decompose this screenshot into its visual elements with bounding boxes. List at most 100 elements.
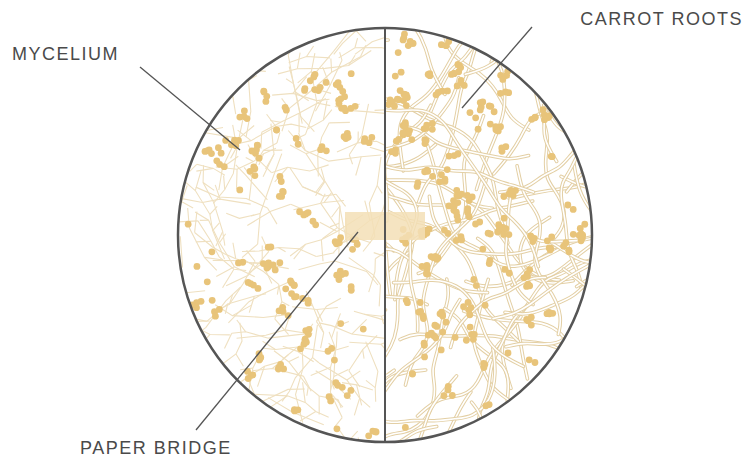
spore-dot (291, 282, 298, 289)
root-strand (343, 376, 456, 468)
spore-dot (260, 88, 267, 95)
spore-dot (303, 211, 310, 218)
spore-dot (549, 310, 556, 317)
spore-dot (521, 274, 528, 281)
spore-dot (467, 109, 474, 116)
hypha (292, 307, 338, 310)
leader-line (462, 27, 532, 108)
spore-dot (482, 302, 489, 309)
root-strand-edge (332, 4, 444, 94)
root-strand (478, 306, 562, 468)
spore-dot (472, 114, 479, 121)
spore-dot (499, 76, 506, 83)
hypha (349, 155, 352, 164)
root-strand (377, 78, 459, 152)
spore-dot (570, 206, 577, 213)
hypha (283, 346, 314, 362)
spore-dot (525, 281, 532, 288)
spore-dot (194, 263, 201, 270)
hypha (242, 247, 316, 256)
spore-dot (272, 267, 279, 274)
root-strand (494, 102, 653, 174)
callout-text: CARROT ROOTS (580, 9, 743, 29)
hypha (321, 240, 323, 262)
spore-dot (438, 309, 445, 316)
callout-label: MYCELIUM (12, 44, 119, 65)
spore-dot (337, 95, 344, 102)
hypha (357, 385, 362, 406)
root-strand (567, 80, 751, 192)
spore-dot (495, 127, 502, 134)
spore-dot (549, 153, 556, 160)
spore-dot (414, 180, 421, 187)
root-strand (552, 213, 677, 263)
spore-dot (393, 138, 400, 145)
root-strand-edge (427, 145, 559, 266)
root-strand (564, 269, 682, 379)
spore-dot (373, 429, 380, 436)
spore-dot (541, 116, 548, 123)
spore-dot (466, 311, 473, 318)
spore-dot (548, 234, 555, 241)
spore-dot (408, 136, 415, 143)
callout-label: CARROT ROOTS (580, 9, 743, 30)
spore-dot (368, 134, 375, 141)
spore-dot (221, 163, 228, 170)
hypha (331, 331, 343, 417)
hypha (241, 361, 281, 381)
hypha (290, 168, 336, 196)
spore-dot (282, 285, 289, 292)
hypha (316, 180, 325, 192)
hypha (254, 394, 328, 417)
hypha (263, 150, 282, 151)
hypha (298, 113, 299, 133)
root-strand (292, 110, 390, 294)
hypha (352, 319, 367, 334)
spore-dot (439, 329, 446, 336)
spore-dot (419, 263, 426, 270)
spore-dot (305, 331, 312, 338)
root-strand-edge (382, 402, 483, 468)
spore-dot (372, 428, 379, 435)
hypha (196, 168, 213, 171)
hypha (103, 321, 210, 366)
spore-dot (276, 193, 283, 200)
hypha (151, 153, 159, 156)
root-strand-edge (494, 102, 653, 174)
spore-dot (402, 424, 409, 431)
spore-dot (323, 79, 330, 86)
hypha (319, 396, 320, 415)
root-strand-edge (261, 426, 436, 468)
root-strand-edge (451, 277, 546, 347)
root-strand (342, 370, 395, 468)
spore-dot (361, 138, 368, 145)
hypha (342, 383, 373, 390)
hypha (267, 208, 277, 224)
hypha (297, 53, 300, 69)
spore-dot (387, 97, 394, 104)
spore-dot (458, 77, 465, 84)
hypha (258, 154, 282, 245)
root-strand (345, 132, 435, 166)
root-strand-edge (377, 78, 459, 152)
hypha (195, 233, 254, 265)
spore-dot (319, 143, 326, 150)
spore-dot (421, 354, 428, 361)
root-strand (465, 0, 598, 74)
spore-dot (464, 207, 471, 214)
spore-dot (352, 103, 359, 110)
spore-dot (445, 383, 452, 390)
hypha (303, 382, 306, 402)
spore-dot (395, 96, 402, 103)
dish-ground (178, 28, 592, 442)
hypha (155, 197, 173, 210)
hypha (159, 128, 223, 157)
root-strand (339, 160, 534, 192)
root-strand (200, 251, 411, 367)
spore-dot (436, 178, 443, 185)
hypha (224, 333, 231, 348)
hypha (233, 243, 236, 259)
hypha (299, 261, 378, 285)
hypha (272, 354, 288, 368)
spore-dot (213, 157, 220, 164)
